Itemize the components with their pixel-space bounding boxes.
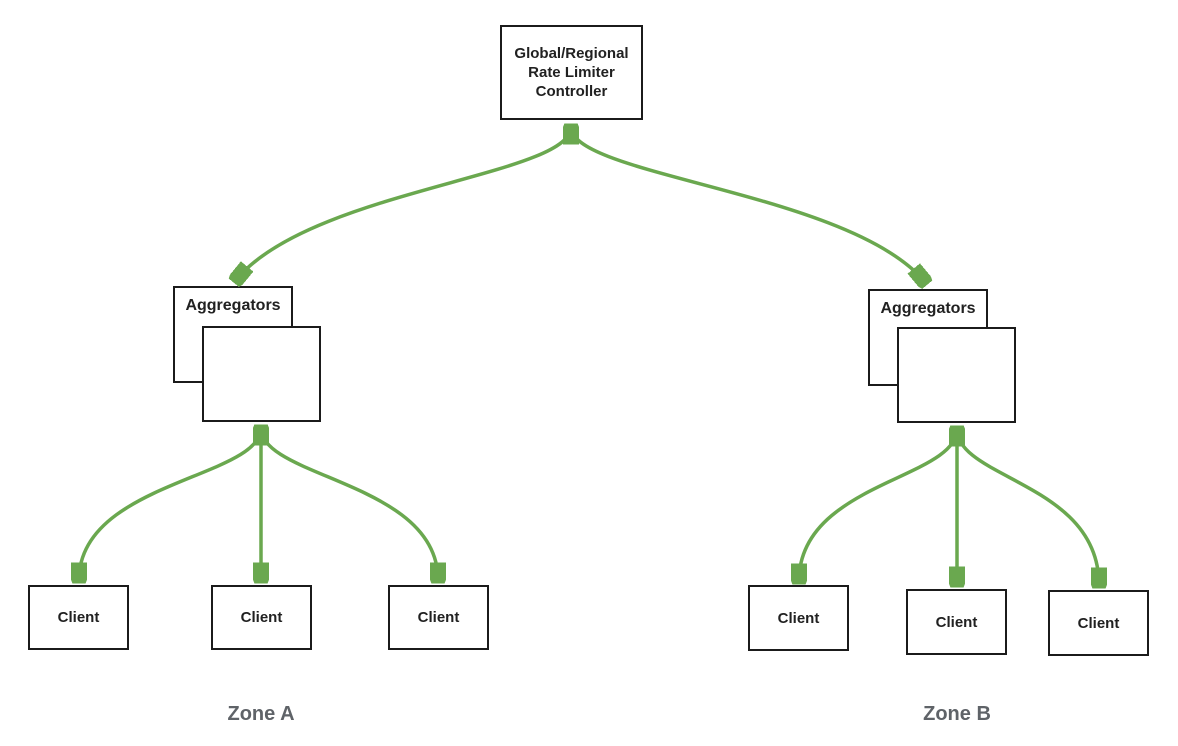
zone-a-label: Zone A <box>227 703 295 725</box>
zone-a-client-3-label: Client <box>417 609 460 626</box>
controller-label-line: Controller <box>535 83 608 100</box>
zone-b-client-3-label: Client <box>1077 614 1120 632</box>
zone-a-aggregators-label: Aggregators <box>185 297 281 314</box>
controller-label-line: Global/Regional <box>514 45 629 62</box>
zone-b-aggregators-stack-card <box>897 327 1016 423</box>
arrow-zone-b-aggregator-client-3 <box>957 429 1099 585</box>
zone-a-client-2-node: Client <box>211 585 312 650</box>
arrow-zone-a-aggregator-client-1 <box>79 428 261 580</box>
zone-b-client-2-label: Client <box>935 613 978 631</box>
controller-node: Global/Regional Rate Limiter Controller <box>500 25 643 120</box>
zone-b-client-3-node: Client <box>1048 590 1149 656</box>
arrow-zone-b-aggregator-client-1 <box>799 429 957 581</box>
arrow-controller-zone-a-aggregator <box>236 127 571 280</box>
zone-b-aggregators-label: Aggregators <box>880 300 976 317</box>
zone-b-client-1-node: Client <box>748 585 849 651</box>
zone-b-client-2-node: Client <box>906 589 1007 655</box>
zone-a-client-2-label: Client <box>240 609 283 626</box>
controller-label-line: Rate Limiter <box>528 64 615 81</box>
arrow-zone-a-aggregator-client-3 <box>261 428 438 580</box>
arrow-controller-zone-b-aggregator <box>571 127 925 282</box>
zone-a-client-3-node: Client <box>388 585 489 650</box>
zone-a-client-1-label: Client <box>57 609 100 626</box>
zone-a-aggregators-stack-card <box>202 326 321 422</box>
zone-a-client-1-node: Client <box>28 585 129 650</box>
zone-b-client-1-label: Client <box>777 609 820 627</box>
zone-b-label: Zone B <box>923 703 991 725</box>
